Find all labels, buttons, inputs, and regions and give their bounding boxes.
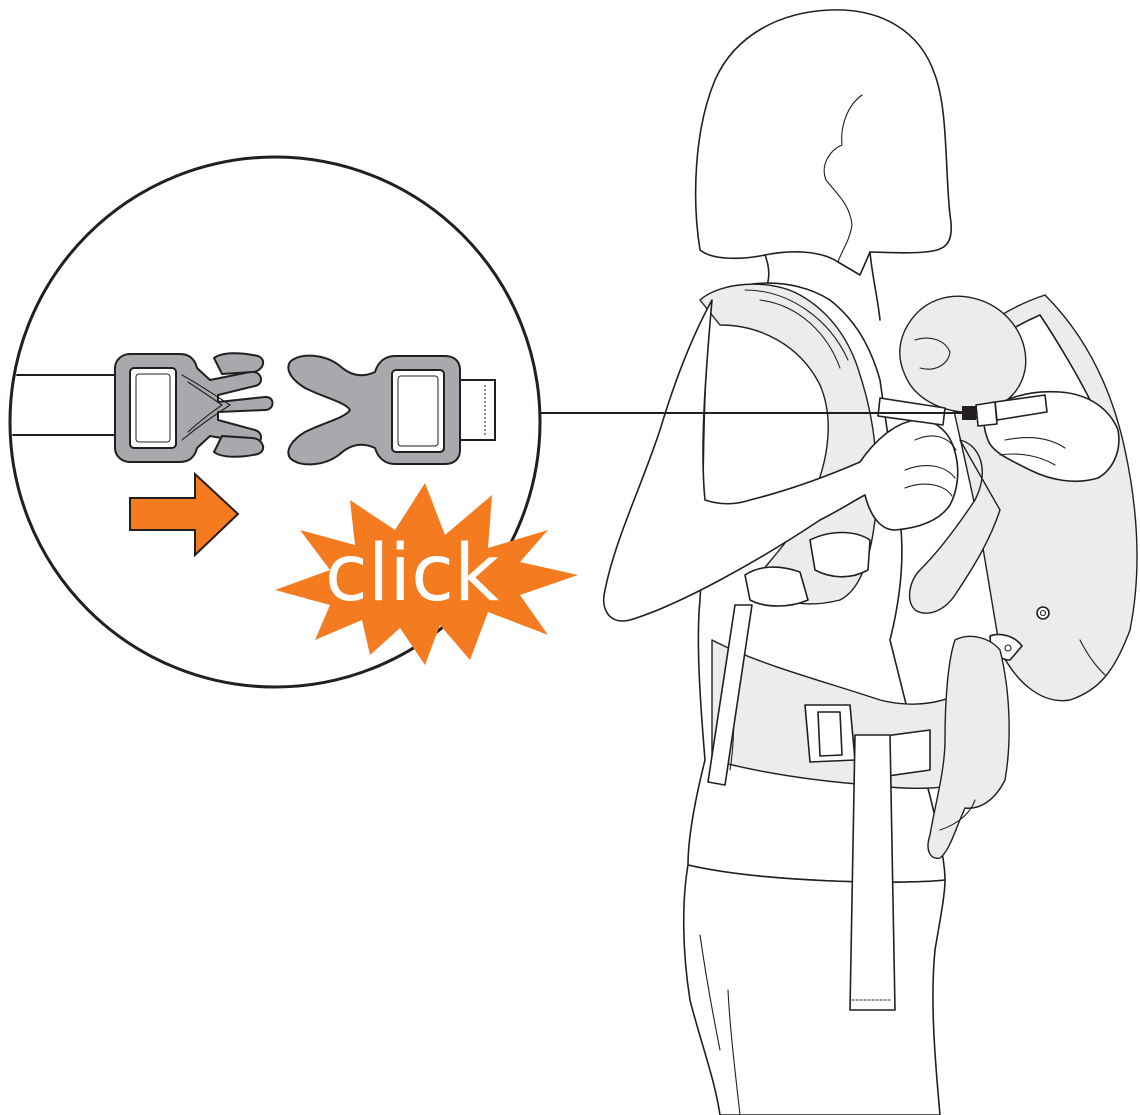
- male-buckle: [115, 353, 273, 462]
- carrier-hanging-strap: [850, 735, 895, 1010]
- parent-hair: [696, 10, 952, 275]
- parent-legs: [684, 865, 945, 1115]
- click-label: click: [325, 529, 499, 619]
